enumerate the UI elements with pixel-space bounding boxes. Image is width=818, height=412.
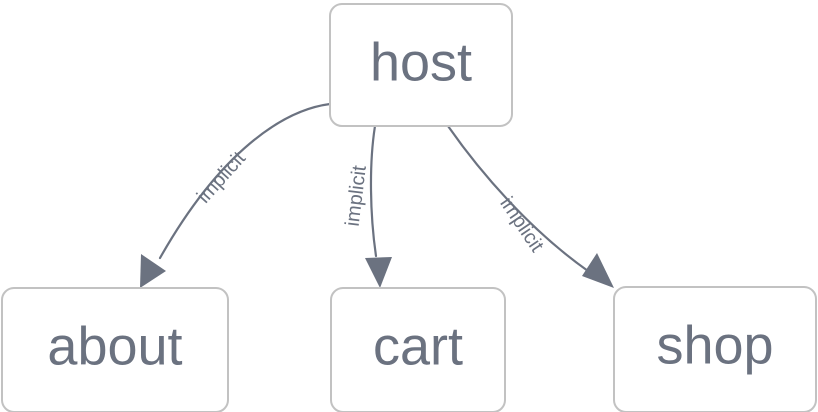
node-shop[interactable]: shop: [613, 286, 817, 412]
edge-label-host-about: implicit: [193, 147, 251, 207]
node-cart[interactable]: cart: [330, 287, 506, 412]
arrowhead-host-cart: [365, 257, 392, 288]
edge-label-host-cart: implicit: [342, 164, 371, 228]
edge-path-host-cart: [369, 124, 378, 258]
edge-label-group-host-shop: implicit: [495, 193, 548, 256]
edge-host-about[interactable]: implicit: [140, 102, 332, 288]
edge-host-cart[interactable]: implicit: [342, 124, 392, 288]
node-box-cart: [330, 287, 506, 412]
node-label-shop: shop: [656, 315, 773, 375]
edge-path-host-about: [158, 102, 332, 260]
edge-path-host-shop: [446, 124, 590, 273]
edge-label-group-host-cart: implicit: [342, 164, 371, 228]
node-box-shop: [613, 286, 817, 412]
node-box-about: [1, 287, 229, 412]
node-label-host: host: [370, 32, 472, 92]
edge-host-shop[interactable]: implicit: [446, 124, 614, 288]
edge-label-group-host-about: implicit: [193, 147, 251, 207]
arrowhead-host-shop: [582, 253, 614, 288]
edge-label-host-shop: implicit: [495, 193, 548, 256]
arrowhead-host-about: [140, 254, 166, 288]
node-box-host: [329, 3, 513, 127]
node-label-about: about: [47, 316, 182, 376]
node-about[interactable]: about: [1, 287, 229, 412]
node-host[interactable]: host: [329, 3, 513, 127]
node-label-cart: cart: [373, 316, 463, 376]
